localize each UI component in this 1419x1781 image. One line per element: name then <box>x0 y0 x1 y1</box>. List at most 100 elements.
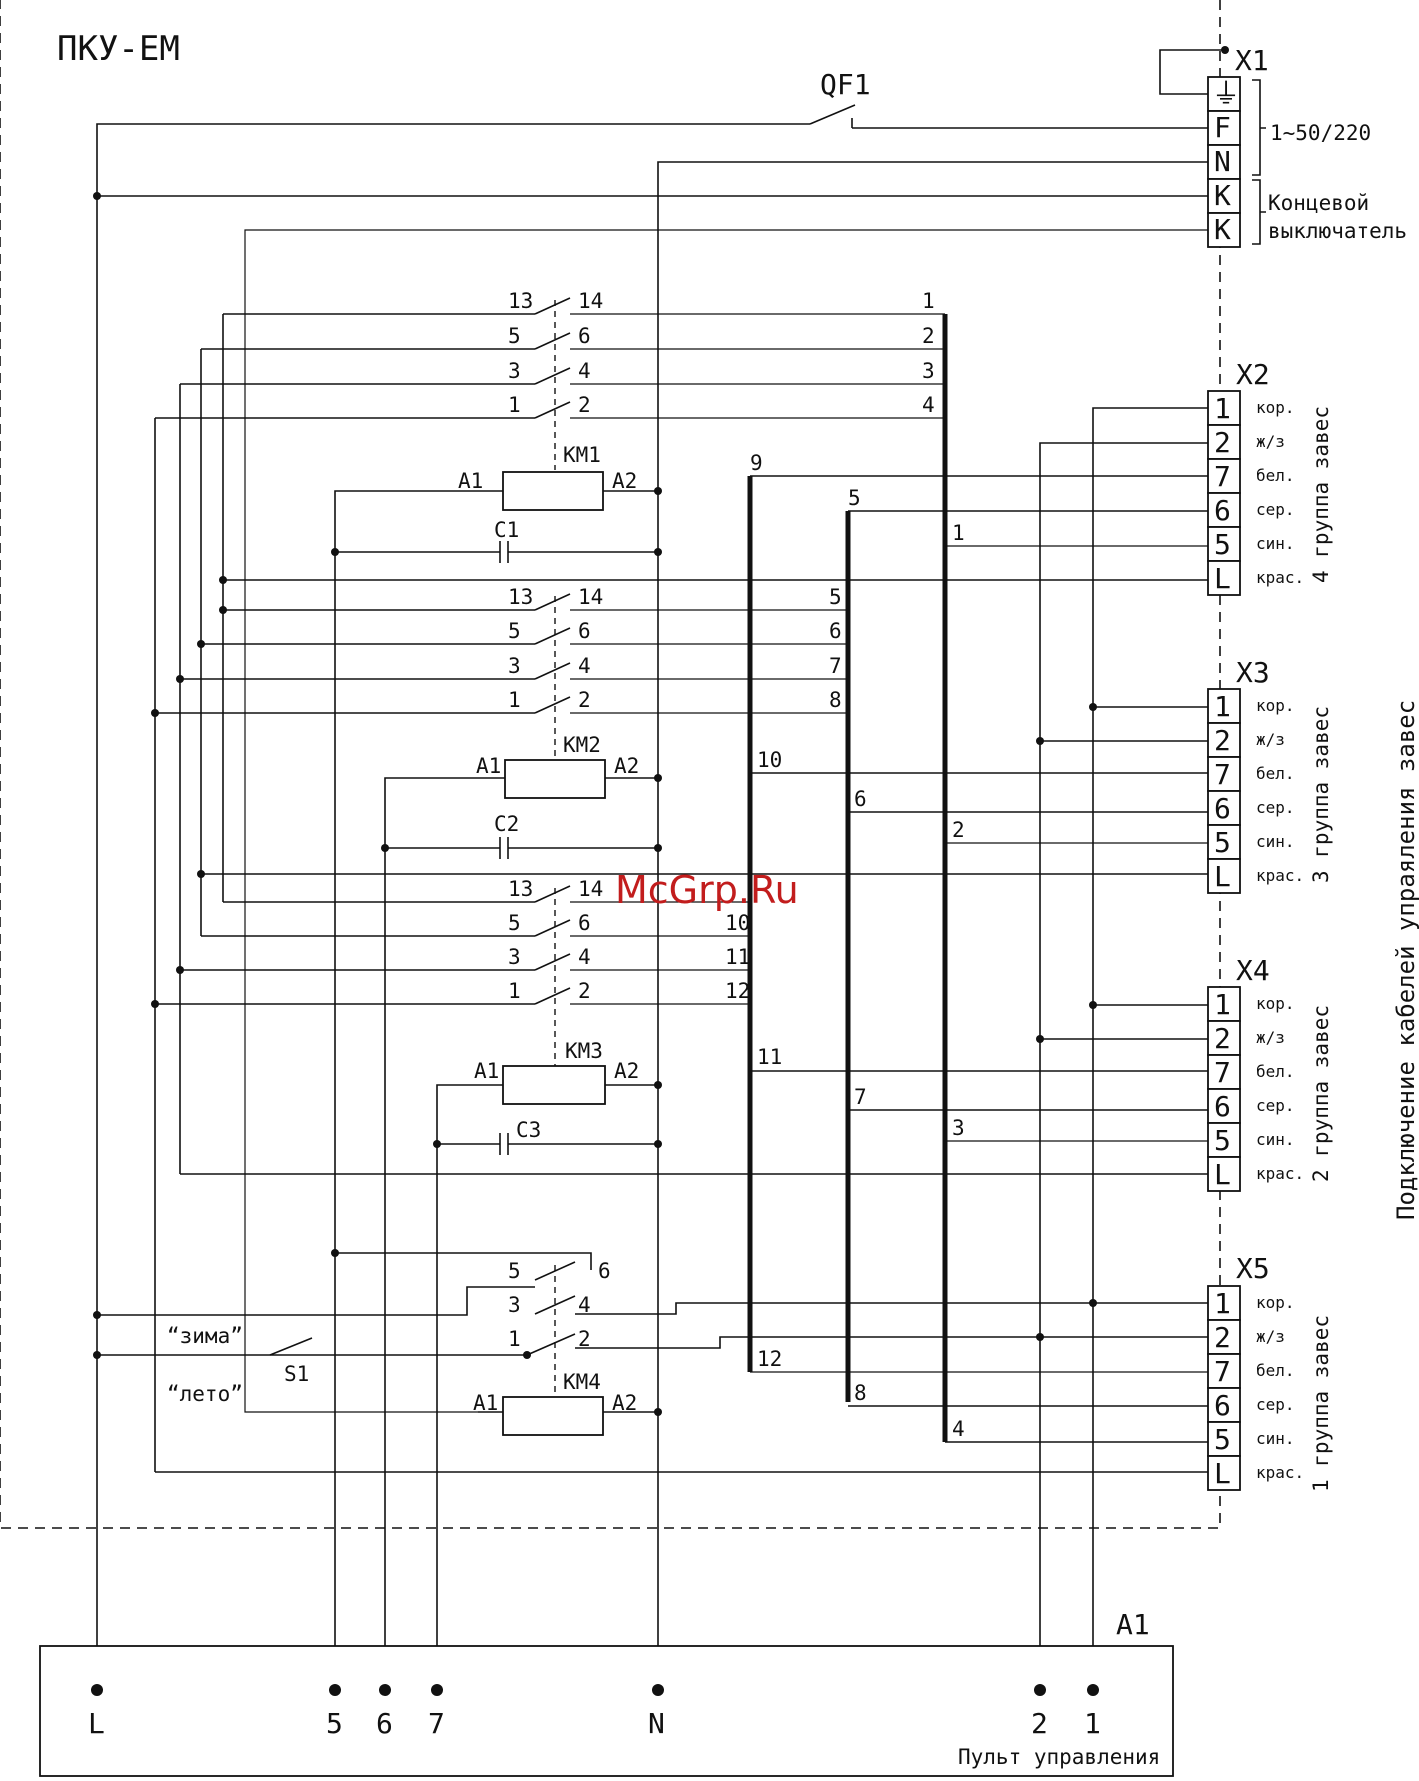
panel-terminals <box>91 1684 1099 1696</box>
panel-term-1: 1 <box>1084 1707 1101 1740</box>
bus-tap-12: 12 <box>757 1347 782 1371</box>
wire-color-label: ж/з <box>1256 432 1285 451</box>
km1-pin-5: 5 <box>508 324 521 348</box>
terminal-number: 2 <box>1214 1321 1231 1354</box>
terminal-number: 5 <box>1214 1124 1231 1157</box>
km2-pin-14: 14 <box>578 585 603 609</box>
bus-label-4: 4 <box>922 393 935 417</box>
terminal-number: 1 <box>1214 392 1231 425</box>
terminal-number: 6 <box>1214 1090 1231 1123</box>
terminal-cell <box>1207 1088 1241 1124</box>
terminal-cell <box>1207 756 1241 792</box>
x1-term-earth: ⏚ <box>1212 77 1240 110</box>
watermark: McGrp.Ru <box>615 868 799 912</box>
terminal-number: 6 <box>1214 792 1231 825</box>
wire-color-label: бел. <box>1256 1062 1295 1081</box>
km4-pin-3: 3 <box>508 1293 521 1317</box>
terminal-number: 1 <box>1214 988 1231 1021</box>
km3-pin-14: 14 <box>578 877 603 901</box>
limit-switch-label-2: выключатель <box>1268 219 1407 243</box>
km1-contacts <box>155 297 945 470</box>
bus-label-5: 5 <box>829 585 842 609</box>
km4-a1: A1 <box>473 1391 498 1415</box>
terminal-cell <box>1207 986 1241 1022</box>
x1-label: X1 <box>1235 44 1269 77</box>
bus-label-3: 3 <box>922 359 935 383</box>
bus-tap-3: 3 <box>952 1116 965 1140</box>
terminal-cell <box>1207 722 1241 758</box>
km1-pin-6: 6 <box>578 324 591 348</box>
km3-pin-3: 3 <box>508 945 521 969</box>
terminal-number: 2 <box>1214 1022 1231 1055</box>
bus-label-7: 7 <box>829 654 842 678</box>
enclosure-border <box>0 0 1221 1529</box>
km1-pin-2: 2 <box>578 393 591 417</box>
terminal-cell <box>1207 1455 1241 1491</box>
terminal-cell <box>1207 1020 1241 1056</box>
terminal-cell <box>1207 1156 1241 1192</box>
terminal-number: 7 <box>1214 1056 1231 1089</box>
bus-tap-4: 4 <box>952 1417 965 1441</box>
switch-winter-label: “зима” <box>167 1324 243 1348</box>
group-1-label: 1 группа завес <box>1309 1315 1333 1492</box>
terminal-number: 1 <box>1214 690 1231 723</box>
km3-coil <box>502 1065 606 1105</box>
terminal-number: 5 <box>1214 1423 1231 1456</box>
x4-label: X4 <box>1236 954 1270 987</box>
switch-s1-contact <box>269 1337 313 1356</box>
wire-color-label: кор. <box>1256 994 1295 1013</box>
km3-pin-5: 5 <box>508 911 521 935</box>
km3-pin-6: 6 <box>578 911 591 935</box>
km1-pin-13: 13 <box>508 289 533 313</box>
km2-coil <box>504 759 606 799</box>
bus-label-10: 10 <box>725 911 750 935</box>
switch-s1-label: S1 <box>284 1362 309 1386</box>
bus-label-2: 2 <box>922 324 935 348</box>
km1-coil <box>502 471 604 511</box>
terminal-number: L <box>1214 1457 1231 1490</box>
km3-a1: A1 <box>474 1059 499 1083</box>
wire-color-label: крас. <box>1256 1463 1304 1482</box>
terminal-cell <box>1207 560 1241 596</box>
side-caption: Подключение кабелей упраяления завес <box>1392 700 1419 1220</box>
terminal-cell <box>1207 1054 1241 1090</box>
wire-color-label: кор. <box>1256 398 1295 417</box>
wire-color-label: бел. <box>1256 1361 1295 1380</box>
km3-pin-13: 13 <box>508 877 533 901</box>
km2-contacts <box>155 593 848 760</box>
terminal-number: L <box>1214 562 1231 595</box>
km2-a2: A2 <box>614 754 639 778</box>
wire-color-label: ж/з <box>1256 730 1285 749</box>
bus-tap-1: 1 <box>952 521 965 545</box>
terminal-number: 5 <box>1214 826 1231 859</box>
wire-color-label: син. <box>1256 832 1295 851</box>
wire-color-label: крас. <box>1256 568 1304 587</box>
x3-terminal-block <box>1207 688 1241 894</box>
km2-pin-1: 1 <box>508 688 521 712</box>
c1-label: C1 <box>494 518 519 542</box>
x2-terminal-block <box>1207 390 1241 596</box>
wire-color-label: ж/з <box>1256 1327 1285 1346</box>
bus-tap-6: 6 <box>854 787 867 811</box>
wire-color-label: син. <box>1256 1130 1295 1149</box>
breaker-label: QF1 <box>820 68 871 101</box>
c3-label: C3 <box>516 1118 541 1142</box>
panel-term-l: L <box>88 1707 105 1740</box>
group-2-label: 2 группа завес <box>1309 1005 1333 1182</box>
bus-label-5b: 5 <box>848 486 861 510</box>
terminal-cell <box>1207 858 1241 894</box>
terminal-number: 6 <box>1214 1389 1231 1422</box>
km2-pin-3: 3 <box>508 654 521 678</box>
km4-label: KM4 <box>563 1370 601 1394</box>
x5-label: X5 <box>1236 1252 1270 1285</box>
device-title: ПКУ-ЕМ <box>57 29 180 69</box>
km2-pin-4: 4 <box>578 654 591 678</box>
km1-label: KM1 <box>563 443 601 467</box>
km2-pin-2: 2 <box>578 688 591 712</box>
km4-pin-2: 2 <box>578 1327 591 1351</box>
km2-pin-13: 13 <box>508 585 533 609</box>
km3-label: KM3 <box>565 1039 603 1063</box>
km4-pin-4: 4 <box>578 1293 591 1317</box>
bus-label-9: 9 <box>750 451 763 475</box>
terminal-number: L <box>1214 860 1231 893</box>
